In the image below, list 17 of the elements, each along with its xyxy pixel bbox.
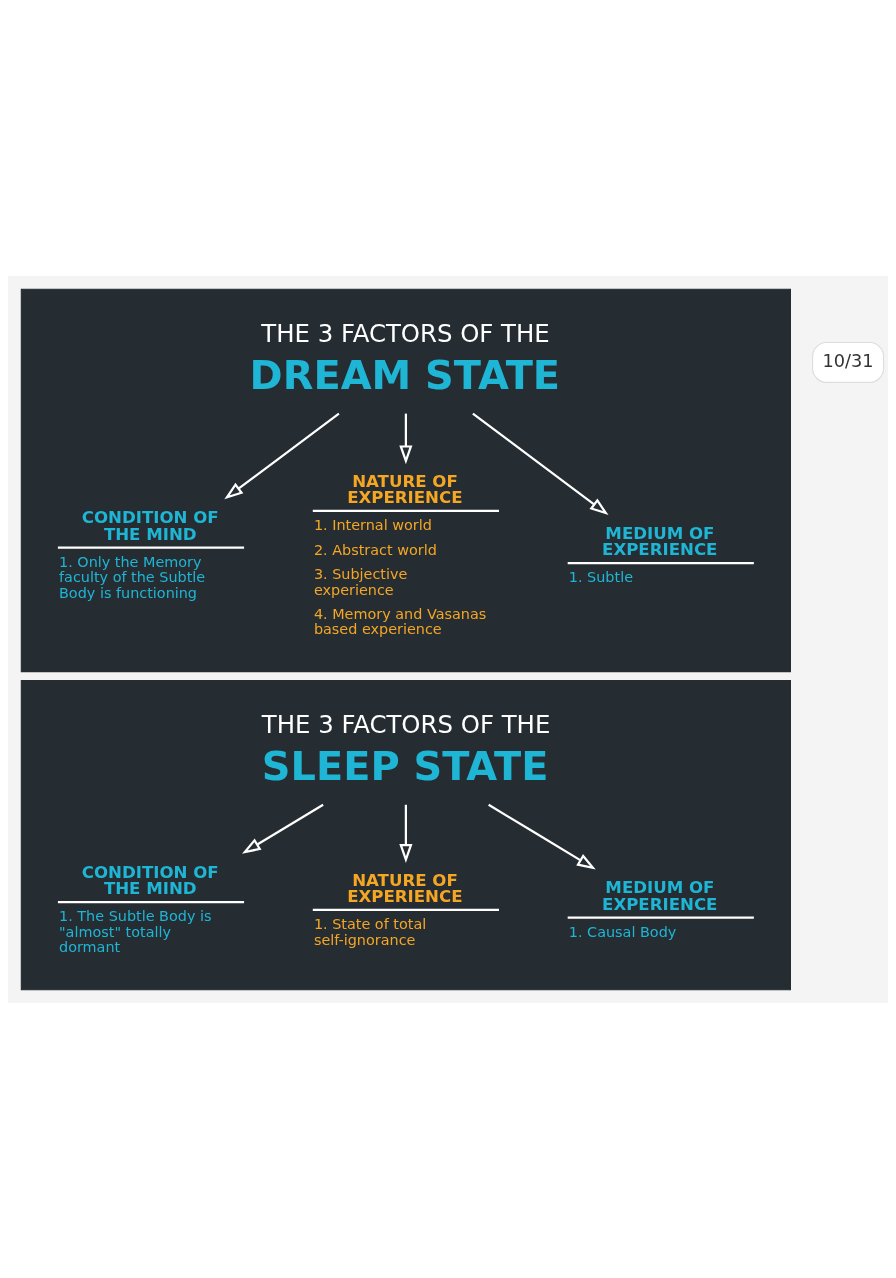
node-text: CONDITION OF THE MIND 1. The Subtle Body is "almost" totally dormant [59, 862, 219, 955]
arrow [472, 412, 609, 515]
node-text: CONDITION OF THE MIND 1. Only the Memory faculty of the Subtle Body is functioning [59, 507, 219, 601]
arrow [224, 412, 340, 499]
node-text: NATURE OF EXPERIENCE 1. Internal world 2. Abstract world 3. Subjective experience 4. Memory and Vasanas based experience [313, 471, 487, 637]
arrow [488, 803, 596, 869]
cluster [20, 679, 791, 990]
node-text: MEDIUM OF EXPERIENCE 1. Causal Body [568, 877, 718, 940]
arrow [241, 803, 324, 854]
label: 10/31 [822, 350, 874, 371]
node-text: THE 3 FACTORS OF THE SLEEP STATE [261, 709, 551, 789]
arrow [399, 413, 413, 464]
arrow [399, 804, 413, 863]
cluster [20, 288, 791, 672]
node-text: THE 3 FACTORS OF THE DREAM STATE [249, 318, 561, 398]
node-text: NATURE OF EXPERIENCE 1. State of total self-ignorance [313, 870, 463, 948]
node-text: MEDIUM OF EXPERIENCE 1. Subtle [568, 523, 718, 585]
